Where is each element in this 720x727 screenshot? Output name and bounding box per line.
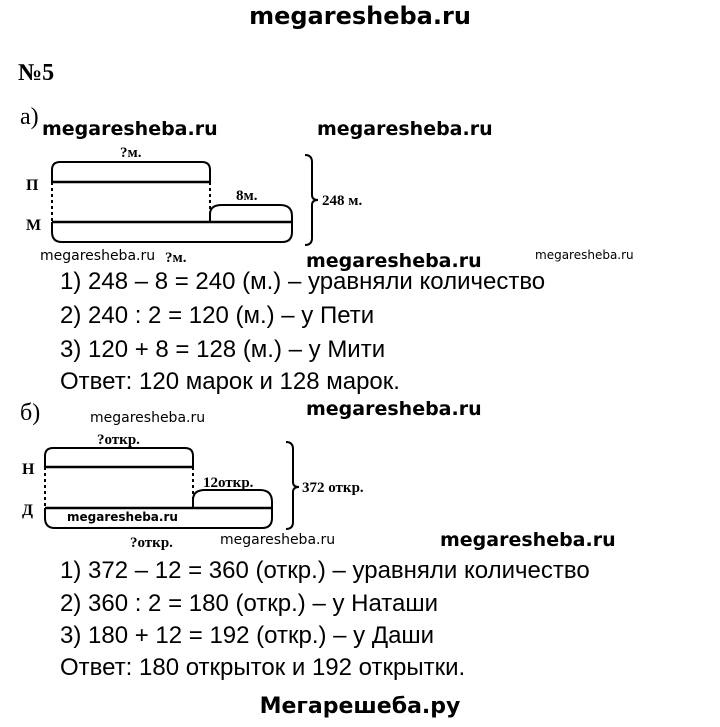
bottom-bracket [44,508,273,529]
top-bracket [44,447,194,467]
site-header[interactable]: megaresheba.ru [249,2,471,30]
total-label: 248 м. [322,193,362,209]
watermark: megaresheba.ru [42,118,218,140]
top-question: ?м. [120,145,142,161]
row-label-d: Д [22,502,33,519]
answer: Ответ: 180 открыток и 192 открытки. [60,654,466,681]
watermark: megaresheba.ru [306,250,482,272]
diagram-a [51,154,319,246]
task-number: №5 [18,60,55,86]
extra-bracket [192,489,273,508]
row-label-m: М [26,217,41,234]
row-label-p: П [26,177,39,194]
watermark: megaresheba.ru [67,510,178,524]
diagram-b [44,441,300,530]
watermark: megaresheba.ru [306,398,482,420]
part-a-label: а) [20,104,39,130]
bottom-question: ?м. [165,250,187,266]
watermark: megaresheba.ru [40,248,156,264]
answer: Ответ: 120 марок и 128 марок. [60,368,400,395]
extra-label: 12откр. [203,475,254,491]
solution-step: 2) 360 : 2 = 180 (откр.) – у Наташи [60,590,439,617]
total-label: 372 откр. [302,480,364,496]
bottom-question: ?откр. [130,535,173,551]
extra-bracket [209,204,293,222]
solution-step: 2) 240 : 2 = 120 (м.) – у Пети [60,302,375,329]
row-label-n: Н [22,461,35,478]
top-bracket [51,161,211,182]
part-b-label: б) [20,400,41,426]
watermark: megaresheba.ru [440,529,616,551]
solution-step: 1) 248 – 8 = 240 (м.) – уравняли количес… [60,268,546,295]
watermark: megaresheba.ru [535,248,634,262]
total-brace [285,441,300,530]
watermark: megaresheba.ru [90,410,206,426]
extra-label: 8м. [236,188,258,204]
solution-step: 1) 372 – 12 = 360 (откр.) – уравняли кол… [60,557,590,584]
solution-step: 3) 180 + 12 = 192 (откр.) – у Даши [60,622,435,649]
bottom-bracket [51,222,293,243]
site-footer[interactable]: Мегарешеба.ру [259,694,461,719]
watermark: megaresheba.ru [317,118,493,140]
top-question: ?откр. [97,432,140,448]
solution-step: 3) 120 + 8 = 128 (м.) – у Мити [60,336,386,363]
watermark: megaresheba.ru [220,532,336,548]
total-brace [304,154,319,246]
